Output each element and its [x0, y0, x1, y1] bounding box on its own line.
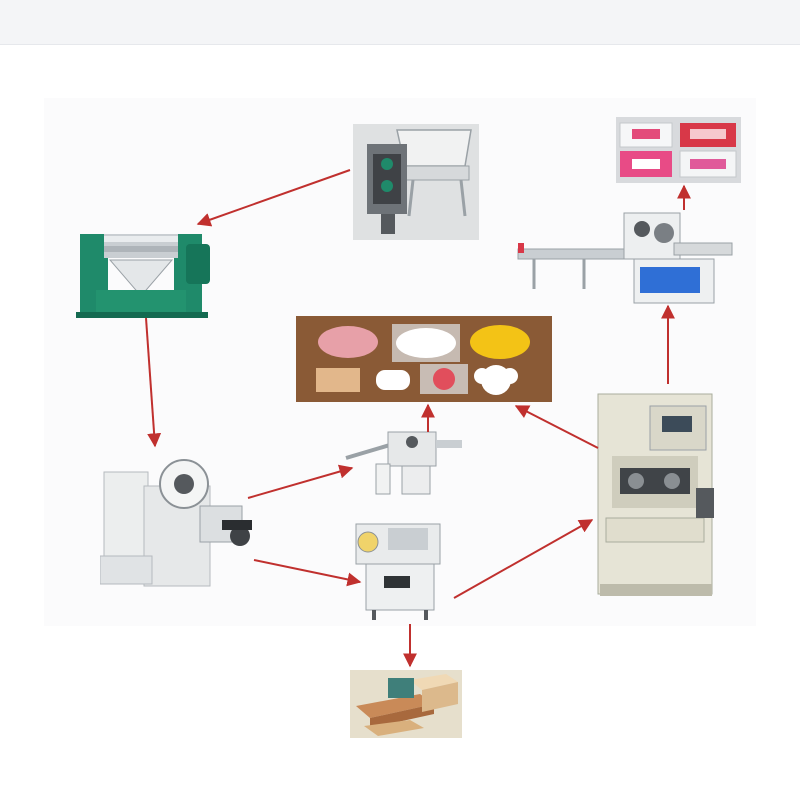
flow-wrapping-machine: [514, 205, 736, 307]
packaged-soap: [616, 117, 741, 183]
bar-cutting-machine: [340, 418, 472, 498]
soap-bars-icon: [350, 670, 462, 738]
vacuum-plodder: [100, 456, 260, 590]
arrow-mill-to-plodder: [145, 317, 162, 448]
bar-cutter-icon: [345, 431, 462, 495]
arrow-mixer-to-mill: [196, 169, 351, 227]
small-cutting-machine-icon: [355, 523, 441, 620]
soap-stamping-press-icon: [597, 393, 714, 596]
finished-soap-samples-icon: [296, 316, 552, 402]
soap-stamping-press: [592, 388, 718, 604]
arrow-press-to-samples: [514, 405, 599, 449]
flow-wrapping-machine-icon: [517, 212, 733, 304]
three-roll-mill: [74, 220, 212, 318]
finished-soap-samples: [296, 316, 552, 402]
vacuum-plodder-icon: [100, 459, 252, 587]
arrow-plodder-to-bar-cutter: [247, 464, 354, 499]
packaged-soap-icon: [619, 122, 737, 178]
mixer-machine: [353, 124, 479, 240]
soap-bars: [350, 670, 462, 738]
mixer-machine-icon: [353, 124, 479, 240]
top-bar: [0, 0, 800, 45]
arrow-cutter-to-press: [453, 519, 594, 599]
three-roll-mill-icon: [76, 234, 210, 318]
cutting-machine: [352, 518, 444, 622]
arrow-plodder-to-cutter: [253, 559, 362, 587]
